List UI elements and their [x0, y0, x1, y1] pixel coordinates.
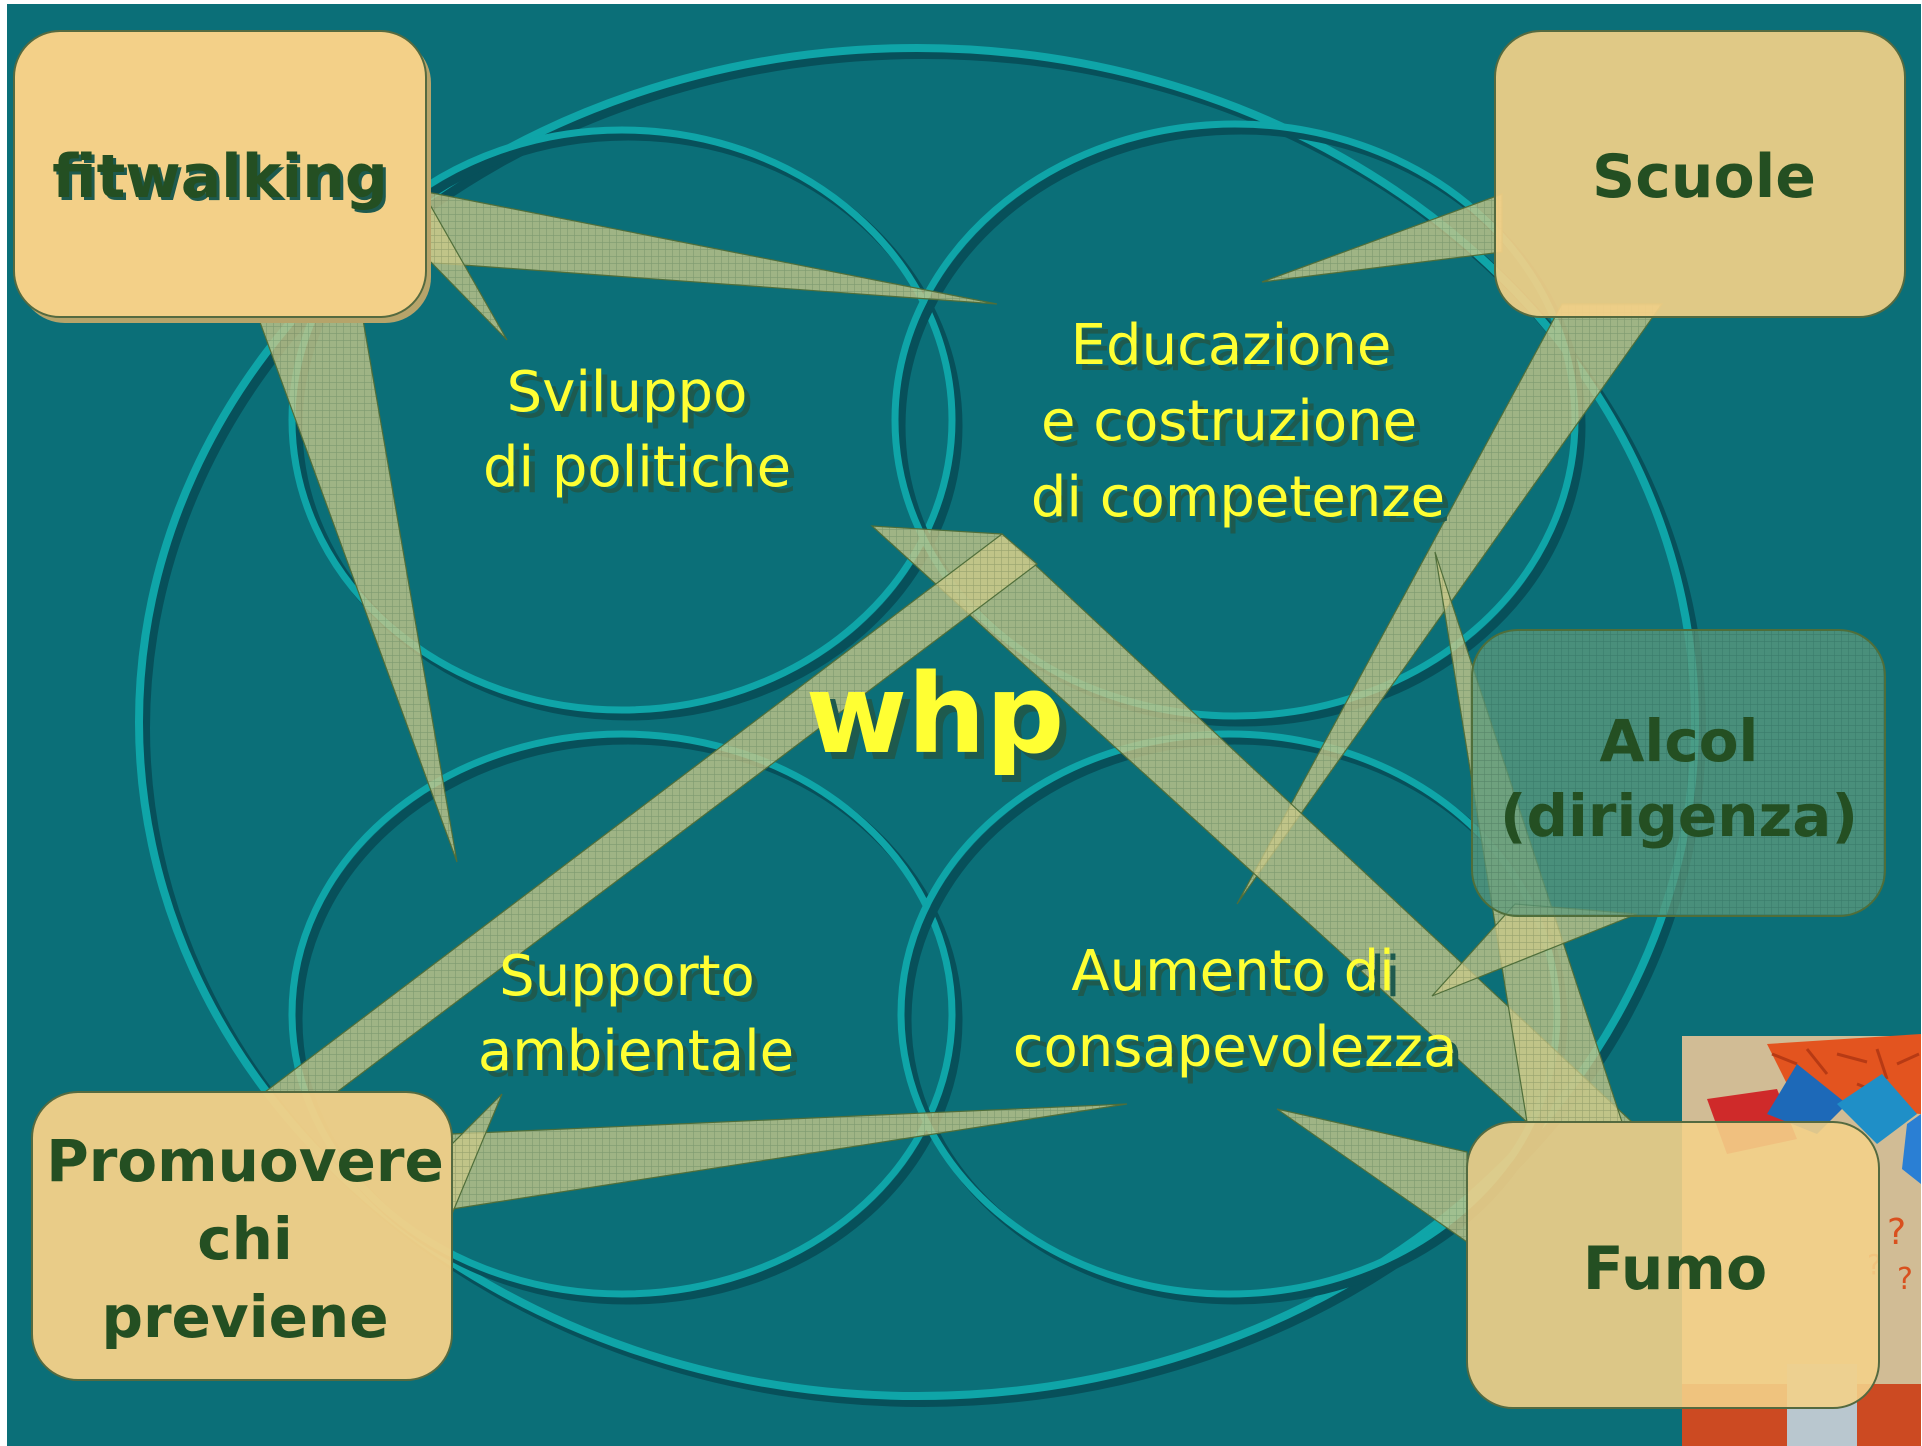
- label-sviluppo-line-2-shadow: di politiche: [489, 441, 797, 506]
- callout-scuole-text: Scuole: [1592, 142, 1816, 212]
- callout-alcol-text: Alcol (dirigenza): [1500, 707, 1858, 850]
- callout-alcol: [1471, 629, 1886, 917]
- slide: ? ? ? fitwalking fitwalking Scuole Alcol…: [7, 4, 1921, 1446]
- label-supporto-line-2: ambientale: [478, 1019, 794, 1084]
- callout-fitwalking-line-shadow: fitwalking: [55, 145, 391, 215]
- label-educazione-line-1: Educazione: [1071, 313, 1392, 378]
- callout-promuovere-text: Promuovere chi previene: [46, 1127, 444, 1351]
- label-educazione-line-2: e costruzione: [1041, 389, 1417, 454]
- label-aumento-line-2-shadow: consapevolezza: [1019, 1021, 1464, 1086]
- label-supporto-line-1: Supporto: [499, 944, 755, 1009]
- svg-text:?: ?: [1897, 1262, 1913, 1297]
- callout-fumo: [1466, 1121, 1880, 1409]
- callout-fumo-line: Fumo: [1583, 1234, 1767, 1304]
- label-educazione-line-2-shadow: e costruzione: [1047, 395, 1423, 460]
- circle-bottom-left: [288, 730, 963, 1305]
- callout-fitwalking-line: fitwalking: [52, 142, 388, 212]
- label-educazione-line-1-shadow: Educazione: [1077, 319, 1398, 384]
- center-label-shadow: whp: [813, 657, 1072, 785]
- circle-labels: Sviluppo di politiche Sviluppo di politi…: [478, 313, 1463, 1090]
- center-label-text: whp: [806, 650, 1065, 778]
- label-sviluppo-line-2: di politiche: [483, 435, 791, 500]
- callout-promuovere-line-1: Promuovere: [46, 1127, 444, 1195]
- svg-text:?: ?: [1887, 1212, 1906, 1253]
- callout-promuovere-line-3: previene: [101, 1283, 388, 1351]
- label-aumento-line-1: Aumento di: [1071, 939, 1394, 1004]
- label-sviluppo-line-1-shadow: Sviluppo: [513, 366, 754, 431]
- callout-texts: fitwalking fitwalking Scuole Alcol (diri…: [46, 142, 1858, 1351]
- callout-fitwalking-text: fitwalking fitwalking: [52, 142, 391, 215]
- callout-scuole-line: Scuole: [1592, 142, 1816, 212]
- label-educazione: Educazione e costruzione di competenze E…: [1031, 313, 1451, 536]
- callout-alcol-line-1: Alcol: [1600, 707, 1759, 775]
- callout-promuovere: [31, 1091, 453, 1381]
- label-sviluppo: Sviluppo di politiche Sviluppo di politi…: [483, 360, 797, 506]
- label-educazione-line-3-shadow: di competenze: [1037, 471, 1451, 536]
- label-supporto-line-2-shadow: ambientale: [484, 1025, 800, 1090]
- callout-alcol-line-2: (dirigenza): [1500, 782, 1858, 850]
- callout-fumo-text: Fumo: [1583, 1234, 1767, 1304]
- label-educazione-line-3: di competenze: [1031, 465, 1445, 530]
- label-sviluppo-line-1: Sviluppo: [507, 360, 748, 425]
- label-supporto-line-1-shadow: Supporto: [505, 950, 761, 1015]
- label-aumento-line-1-shadow: Aumento di: [1077, 945, 1400, 1010]
- callout-fitwalking: [13, 30, 431, 323]
- label-supporto: Supporto ambientale Supporto ambientale: [478, 944, 800, 1090]
- label-aumento: Aumento di consapevolezza Aumento di con…: [1013, 939, 1464, 1086]
- label-aumento-line-2: consapevolezza: [1013, 1015, 1458, 1080]
- center-label: whp whp: [806, 650, 1072, 785]
- callout-scuole: [1494, 30, 1906, 318]
- callout-promuovere-line-2: chi: [197, 1205, 293, 1273]
